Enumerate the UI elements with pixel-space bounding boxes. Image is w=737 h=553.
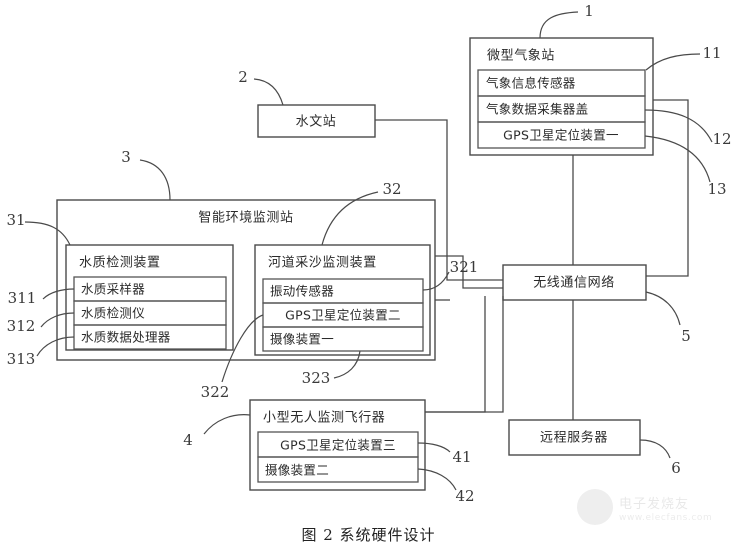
- water-quality-box: [65, 244, 234, 351]
- uav-title: 小型无人监测飞行器: [263, 411, 385, 426]
- block-weather-station[interactable]: 微型气象站 气象信息传感器 气象数据采集器盖 GPS卫星定位装置一: [469, 37, 654, 156]
- leader-1: [539, 11, 579, 39]
- block-env-station[interactable]: 智能环境监测站 水质检测装置 水质采样器 水质检测仪 水质数据处理器 河道采沙监…: [56, 199, 436, 361]
- hydrology-station-title: 水文站: [296, 115, 337, 130]
- callout-42: 42: [455, 487, 474, 505]
- water-quality-item-2-label: 水质数据处理器: [81, 330, 171, 345]
- callout-6: 6: [671, 459, 681, 477]
- uav-item-1-label: 摄像装置二: [265, 463, 329, 478]
- river-sand-item-0-label: 振动传感器: [270, 284, 334, 299]
- weather-item-0-label: 气象信息传感器: [486, 76, 576, 91]
- callout-12: 12: [712, 130, 731, 148]
- leader-32: [321, 191, 379, 246]
- block-hydrology-station[interactable]: 水文站: [257, 104, 376, 138]
- leader-41: [417, 442, 451, 453]
- env-station-box: [56, 199, 436, 361]
- block-remote-server[interactable]: 远程服务器: [508, 419, 641, 456]
- callout-13: 13: [707, 180, 726, 198]
- callout-32: 32: [382, 180, 401, 198]
- connector-lines: [375, 99, 689, 420]
- callout-4: 4: [183, 431, 193, 449]
- leader-321: [422, 271, 450, 291]
- connector-hydrology-to-network: [375, 119, 503, 281]
- river-sand-item-2-label: 摄像装置一: [270, 332, 334, 347]
- weather-item-2-label: GPS卫星定位装置一: [503, 128, 619, 143]
- leader-3: [139, 159, 171, 201]
- river-sand-box: [254, 244, 431, 356]
- wireless-network-box: [502, 264, 647, 301]
- callout-322: 322: [201, 383, 230, 401]
- leader-2: [253, 78, 284, 106]
- connector-network-left-down: [425, 296, 486, 413]
- leader-13: [644, 135, 711, 183]
- uav-box: [249, 399, 426, 491]
- callout-2: 2: [238, 68, 248, 86]
- leader-5: [645, 291, 681, 326]
- connector-envstation-to-network: [435, 255, 503, 289]
- water-quality-item-1-label: 水质检测仪: [81, 306, 145, 321]
- water-quality-item-0-label: 水质采样器: [81, 282, 145, 297]
- callout-41: 41: [452, 448, 471, 466]
- wireless-network-title: 无线通信网络: [533, 275, 615, 291]
- leader-42: [417, 468, 457, 491]
- river-sand-item-1-label: GPS卫星定位装置二: [285, 308, 401, 323]
- river-sand-item-2-box[interactable]: [262, 326, 424, 352]
- connector-uav-to-network: [425, 296, 504, 413]
- figure-caption: 图 2 系统硬件设计: [301, 526, 436, 544]
- weather-station-box: [469, 37, 654, 156]
- leader-311: [42, 288, 75, 300]
- connector-weather-to-network: [646, 99, 689, 277]
- leader-312: [40, 312, 75, 328]
- leader-6: [639, 439, 671, 459]
- leader-12: [644, 109, 713, 143]
- callout-323: 323: [302, 369, 331, 387]
- water-quality-title: 水质检测装置: [79, 256, 161, 271]
- callout-312: 312: [7, 317, 36, 335]
- callout-313: 313: [7, 350, 36, 368]
- weather-station-title: 微型气象站: [487, 48, 555, 64]
- block-water-quality-device[interactable]: 水质检测装置 水质采样器 水质检测仪 水质数据处理器: [65, 244, 234, 351]
- block-river-sand-device[interactable]: 河道采沙监测装置 振动传感器 GPS卫星定位装置二 摄像装置一: [254, 244, 431, 356]
- remote-server-title: 远程服务器: [540, 430, 608, 446]
- weather-item-1-label: 气象数据采集器盖: [486, 102, 588, 117]
- callout-11: 11: [702, 44, 721, 62]
- leader-313: [36, 336, 75, 357]
- callout-321: 321: [450, 258, 479, 276]
- callout-31: 31: [6, 211, 25, 229]
- leader-4: [203, 414, 251, 435]
- callout-5: 5: [681, 327, 691, 345]
- leader-323: [333, 350, 361, 379]
- env-station-title: 智能环境监测站: [198, 211, 293, 226]
- callout-leaders: 1 11 12 13 2 3 31 311 312: [6, 2, 731, 505]
- callout-311: 311: [8, 289, 37, 307]
- remote-server-box: [508, 419, 641, 456]
- leader-31: [24, 221, 71, 246]
- leader-11: [645, 53, 701, 71]
- callout-1: 1: [584, 2, 594, 20]
- weather-item-2-box[interactable]: [477, 121, 646, 149]
- uav-item-0-label: GPS卫星定位装置三: [280, 438, 396, 453]
- callout-3: 3: [121, 148, 131, 166]
- hydrology-station-box: [257, 104, 376, 138]
- block-wireless-network[interactable]: 无线通信网络: [502, 264, 647, 301]
- leader-322: [221, 314, 264, 383]
- block-uav[interactable]: 小型无人监测飞行器 GPS卫星定位装置三 摄像装置二: [249, 399, 426, 491]
- river-sand-title: 河道采沙监测装置: [268, 256, 377, 271]
